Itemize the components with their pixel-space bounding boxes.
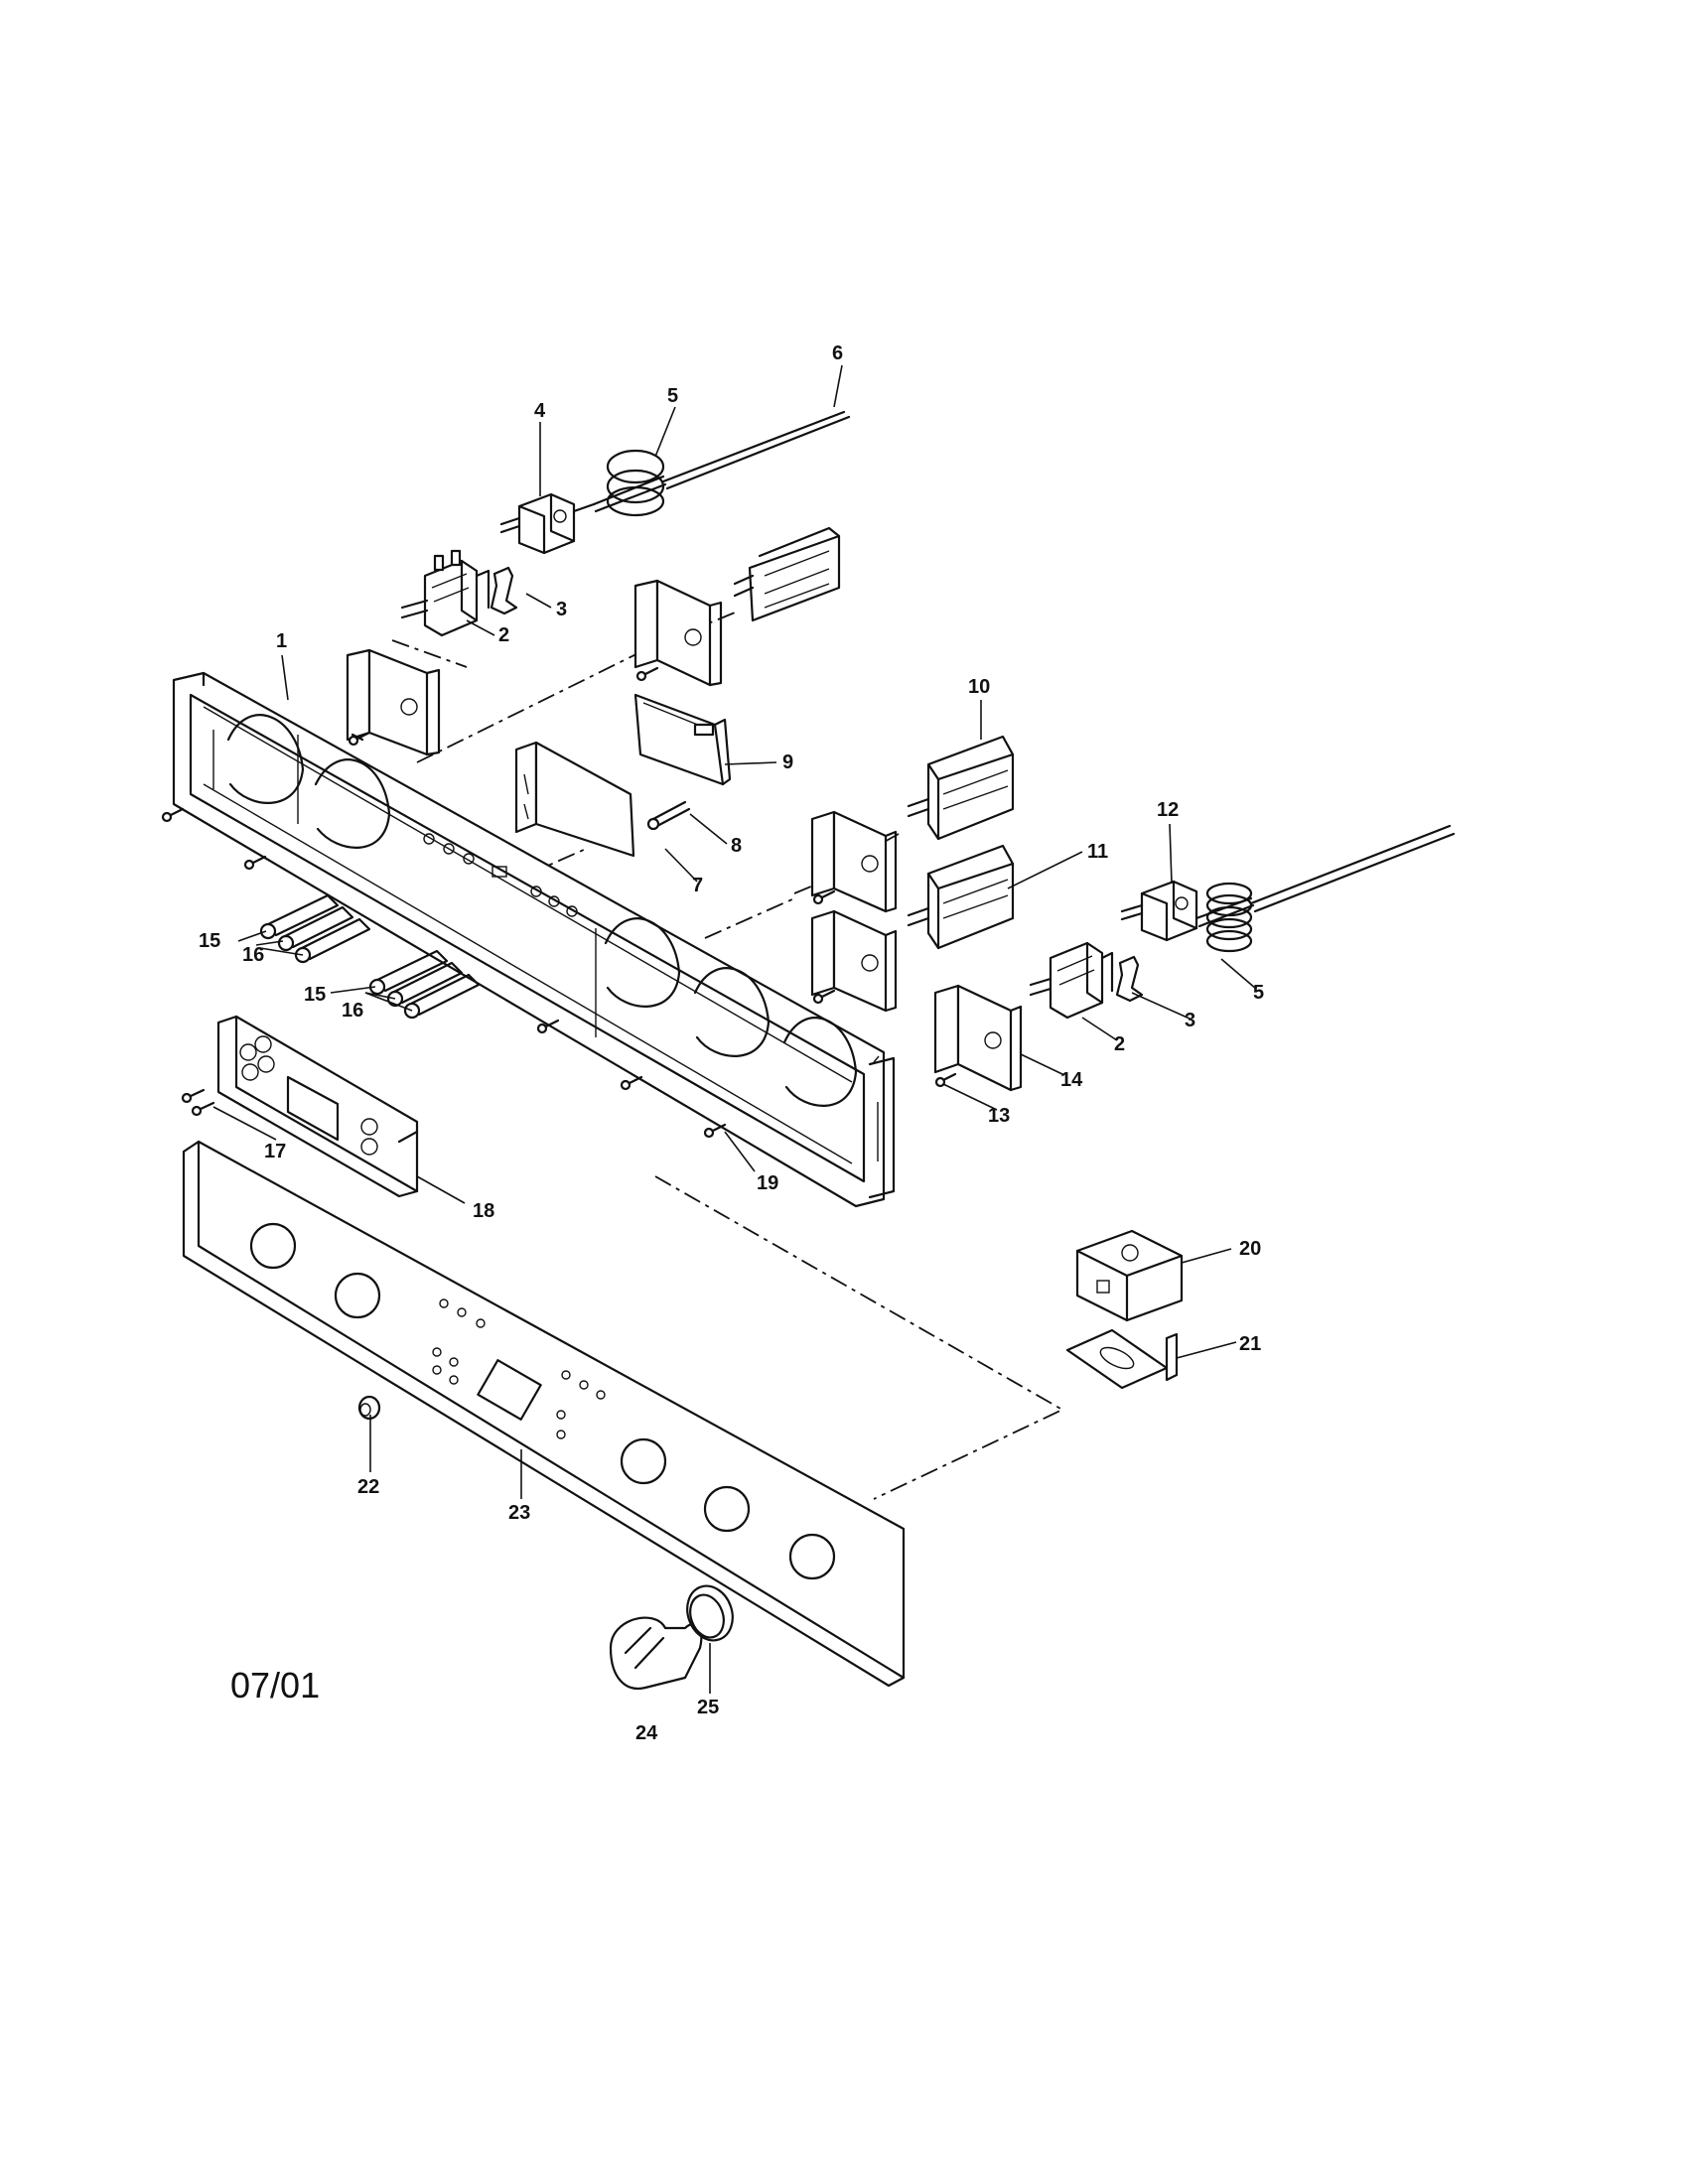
callout-21: 21 <box>1239 1333 1261 1355</box>
part-14-bracket <box>933 984 1023 1092</box>
callout-7: 7 <box>692 875 703 896</box>
callout-4: 4 <box>534 400 546 422</box>
part-13-screw <box>934 1072 957 1088</box>
callout-25: 25 <box>697 1697 719 1718</box>
parts-15-16-lights-left <box>259 893 371 964</box>
callout-14: 14 <box>1060 1069 1083 1091</box>
leader-lines <box>212 364 1257 1694</box>
part-3-clip-lower <box>1115 955 1144 1003</box>
callout-5-upper: 5 <box>667 385 678 407</box>
callout-12: 12 <box>1157 799 1179 821</box>
callout-5-lower: 5 <box>1253 982 1264 1004</box>
callout-13: 13 <box>988 1105 1010 1127</box>
callout-16-left-b: 16 <box>242 944 264 966</box>
callouts: 1 4 5 6 2 3 9 8 7 10 11 12 5 3 2 14 13 1… <box>199 342 1264 1744</box>
part-17-control-board <box>181 1015 419 1198</box>
callout-2-lower: 2 <box>1114 1033 1125 1055</box>
part-21-bracket <box>1065 1328 1179 1390</box>
callout-3-lower: 3 <box>1185 1010 1195 1031</box>
part-2-selector-switch-upper <box>400 549 491 637</box>
part-24-knob <box>609 1616 703 1691</box>
callout-2-upper: 2 <box>498 624 509 646</box>
callout-16-center: 16 <box>342 1000 363 1022</box>
callout-3-upper: 3 <box>556 599 567 620</box>
callout-15-center: 15 <box>304 984 326 1006</box>
callout-10: 10 <box>968 676 990 698</box>
part-6-switch-upper <box>733 526 841 622</box>
part-9-board <box>633 693 732 786</box>
right-bracket-upper <box>810 810 898 913</box>
part-5-capillary-upper <box>592 410 851 517</box>
part-5-capillary-lower <box>1194 824 1456 953</box>
part-22-knob <box>357 1395 381 1421</box>
part-7-bracket <box>514 741 635 858</box>
part-8-fastener <box>646 800 691 831</box>
callout-22: 22 <box>357 1476 379 1498</box>
callout-17: 17 <box>264 1141 286 1162</box>
callout-9: 9 <box>782 751 793 773</box>
part-1-control-frame <box>172 671 896 1208</box>
revision-date: 07/01 <box>230 1665 320 1706</box>
callout-1: 1 <box>276 630 287 652</box>
part-2-selector-switch-lower <box>1029 941 1114 1020</box>
callout-16-left: 15 <box>199 930 220 952</box>
part-3-clip-upper <box>490 566 518 615</box>
callout-8: 8 <box>731 835 742 857</box>
center-upper-bracket <box>633 579 723 687</box>
part-4-thermostat <box>499 492 596 555</box>
left-upper-bracket <box>346 648 441 756</box>
part-23-fascia-panel <box>182 1140 906 1688</box>
right-bracket-middle <box>810 909 898 1013</box>
part-11-switch <box>907 844 1015 950</box>
callout-24: 24 <box>635 1722 658 1744</box>
callout-11: 11 <box>1087 841 1108 863</box>
part-20-terminal-block <box>1075 1229 1184 1322</box>
callout-23: 23 <box>508 1502 530 1524</box>
part-12-thermostat <box>1120 880 1198 942</box>
part-25-bezel-ring <box>686 1584 734 1642</box>
callout-19: 19 <box>757 1172 778 1194</box>
callout-6: 6 <box>832 342 843 364</box>
frame-screws <box>161 807 727 1139</box>
callout-18: 18 <box>473 1200 494 1222</box>
part-10-switch <box>907 735 1015 841</box>
callout-20: 20 <box>1239 1238 1261 1260</box>
